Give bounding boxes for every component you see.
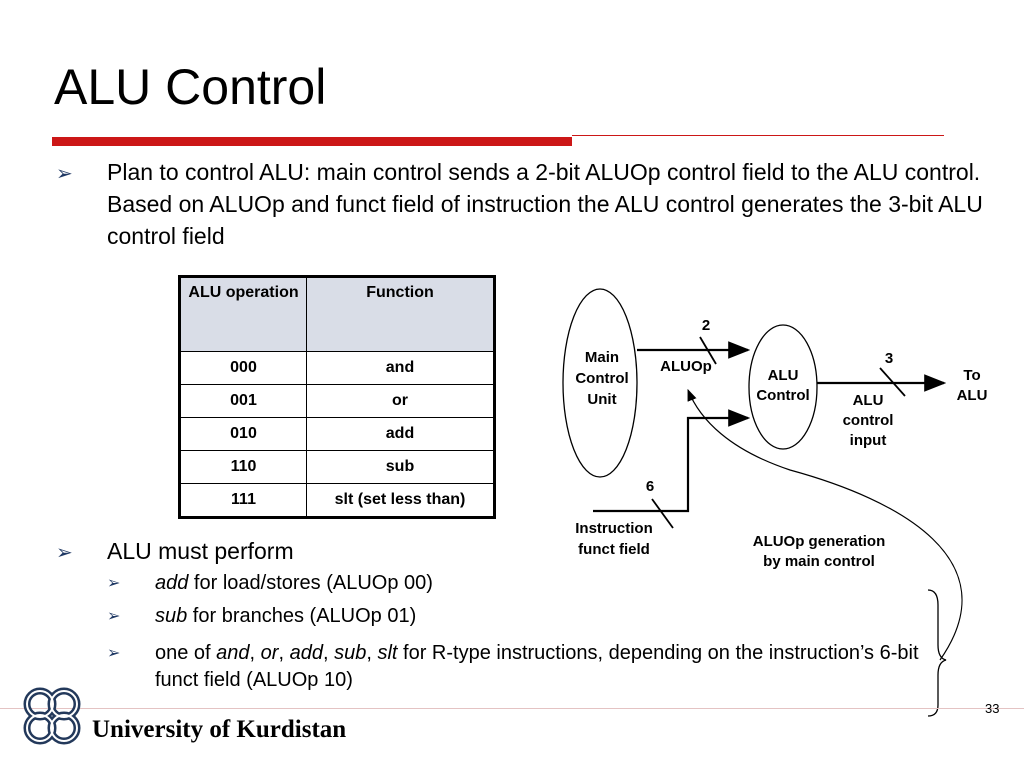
emphasis-or: or xyxy=(260,642,279,664)
table-row: 000 and xyxy=(179,351,495,385)
alu-control-ellipse xyxy=(748,324,818,450)
sub-bullet-arrow-icon: ➢ xyxy=(107,575,121,592)
table-header-cell: Function xyxy=(306,276,495,352)
page-number: 33 xyxy=(985,701,1000,716)
emphasis-and: and xyxy=(216,642,250,664)
alu-operation-table: ALU operation Function 000 and 001 or 01… xyxy=(178,275,496,519)
bus-slash xyxy=(879,367,906,397)
main-control-ellipse xyxy=(562,288,638,478)
title-rule-line xyxy=(572,135,944,136)
table-row: 001 or xyxy=(179,384,495,418)
alu-control-input-label: ALU xyxy=(853,392,884,409)
aluop-label: ALUOp xyxy=(660,358,712,375)
sub-bullet-text: for branches (ALUOp 01) xyxy=(187,605,417,627)
table-cell: and xyxy=(306,351,495,385)
alu-control-input-label: control xyxy=(843,412,894,429)
sub-bullet-arrow-icon: ➢ xyxy=(107,608,121,625)
bus-slash xyxy=(699,336,717,365)
text-run: , xyxy=(278,642,290,664)
bus-width-6: 6 xyxy=(646,478,654,495)
funct-field-arrow xyxy=(593,409,751,513)
table-row: 010 add xyxy=(179,417,495,451)
aluop-generation-label: ALUOp generation xyxy=(753,533,886,550)
main-control-label: Control xyxy=(575,370,628,387)
sub-bullet-rtype: one of and, or, add, sub, slt for R-type… xyxy=(155,640,955,694)
text-run: one of xyxy=(155,642,217,664)
text-run: for R-type instructions, depending on th… xyxy=(155,642,919,691)
sub-bullet-text: for load/stores (ALUOp 00) xyxy=(188,572,433,594)
emphasis-add: add xyxy=(289,642,323,664)
university-knot-logo-icon xyxy=(23,687,81,745)
table-row: 110 sub xyxy=(179,450,495,484)
table-cell: slt (set less than) xyxy=(306,483,495,518)
bus-width-3: 3 xyxy=(885,350,893,367)
main-control-label: Unit xyxy=(587,391,616,408)
slide-title: ALU Control xyxy=(54,59,327,115)
instruction-funct-label: funct field xyxy=(578,541,650,558)
footer-rule xyxy=(0,708,1024,709)
to-alu-label: To xyxy=(963,367,980,384)
main-control-label: Main xyxy=(585,349,619,366)
bullet-arrow-icon: ➢ xyxy=(56,163,73,185)
table-header-cell: ALU operation xyxy=(179,276,307,352)
emphasis-slt: slt xyxy=(377,642,398,664)
bullet-intro: Plan to control ALU: main control sends … xyxy=(107,159,983,249)
title-accent-bar xyxy=(52,137,572,146)
instruction-funct-label: Instruction xyxy=(575,520,653,537)
table-cell: 010 xyxy=(179,417,307,451)
bus-slash xyxy=(651,498,674,529)
alu-control-label: Control xyxy=(756,387,809,404)
table-cell: 111 xyxy=(179,483,307,518)
brace-icon xyxy=(927,589,947,717)
sub-bullet-sub: sub for branches (ALUOp 01) xyxy=(155,603,416,630)
text-run: , xyxy=(322,642,335,664)
table-cell: sub xyxy=(306,450,495,484)
callout-curve xyxy=(687,388,963,661)
bullet-arrow-icon: ➢ xyxy=(56,542,73,564)
table-cell: add xyxy=(306,417,495,451)
table-row: 111 slt (set less than) xyxy=(179,483,495,518)
text-run: , xyxy=(366,642,378,664)
to-alu-label: ALU xyxy=(957,387,988,404)
university-name: University of Kurdistan xyxy=(92,716,347,743)
table-cell: or xyxy=(306,384,495,418)
sub-bullet-arrow-icon: ➢ xyxy=(107,645,121,662)
emphasis-sub: sub xyxy=(155,605,188,627)
alu-control-input-label: input xyxy=(850,432,887,449)
alu-control-label: ALU xyxy=(768,367,799,384)
emphasis-add: add xyxy=(155,572,189,594)
table-header-row: ALU operation Function xyxy=(179,276,495,352)
bullet-alu-must-perform: ALU must perform xyxy=(107,538,294,564)
aluop-generation-label: by main control xyxy=(763,553,875,570)
text-run: , xyxy=(249,642,261,664)
emphasis-sub: sub xyxy=(334,642,367,664)
table-cell: 000 xyxy=(179,351,307,385)
bus-width-2: 2 xyxy=(702,317,710,334)
sub-bullet-add: add for load/stores (ALUOp 00) xyxy=(155,570,433,597)
table-cell: 001 xyxy=(179,384,307,418)
